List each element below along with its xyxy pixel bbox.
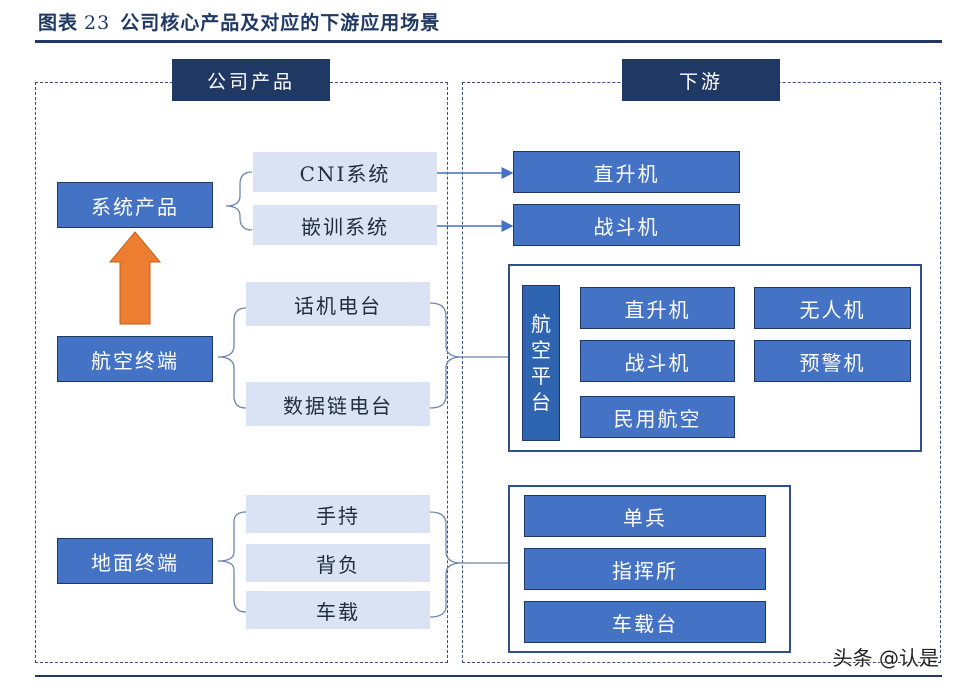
command-post-target: 指挥所	[524, 548, 766, 590]
embedded-training-item: 嵌训系统	[253, 205, 437, 245]
vehicle-station-target: 车载台	[524, 601, 766, 643]
voice-radio-item: 话机电台	[246, 282, 430, 326]
figure-title-text: 公司核心产品及对应的下游应用场景	[120, 12, 441, 34]
platform-civil-aviation: 民用航空	[580, 396, 735, 438]
aviation-platform-char: 航	[531, 312, 551, 336]
title-rule	[35, 40, 942, 43]
platform-awacs: 预警机	[754, 340, 911, 382]
ground-bracket	[217, 511, 247, 613]
ground-terminal-node: 地面终端	[57, 538, 213, 584]
aviation-terminal-node: 航空终端	[57, 336, 213, 382]
helicopter-target: 直升机	[513, 151, 740, 193]
fighter-target: 战斗机	[513, 204, 740, 246]
vehicle-item: 车载	[246, 591, 430, 629]
aviation-platform-char: 空	[531, 338, 551, 362]
figure-number: 23	[84, 12, 111, 34]
aviation-platform-label: 航 空 平 台	[522, 285, 560, 441]
watermark: 头条 @认是	[832, 646, 939, 670]
backpack-item: 背负	[246, 544, 430, 582]
cni-system-item: CNI系统	[253, 152, 437, 192]
platform-fighter: 战斗机	[580, 340, 735, 382]
orange-up-arrow	[108, 231, 162, 325]
bottom-rule	[35, 675, 942, 677]
aviation-merge	[429, 302, 463, 409]
datalink-radio-item: 数据链电台	[246, 382, 430, 426]
soldier-target: 单兵	[524, 495, 766, 537]
system-products-node: 系统产品	[57, 182, 213, 228]
handheld-item: 手持	[246, 495, 430, 533]
company-products-header: 公司产品	[172, 59, 330, 101]
platform-uav: 无人机	[754, 287, 911, 329]
aviation-bracket	[217, 307, 247, 409]
system-bracket	[225, 171, 253, 231]
downstream-header: 下游	[622, 59, 780, 101]
figure-prefix: 图表	[38, 12, 79, 34]
aviation-platform-char: 平	[531, 364, 551, 388]
ground-merge	[429, 511, 463, 618]
platform-helicopter: 直升机	[580, 287, 735, 329]
aviation-platform-char: 台	[531, 390, 551, 414]
